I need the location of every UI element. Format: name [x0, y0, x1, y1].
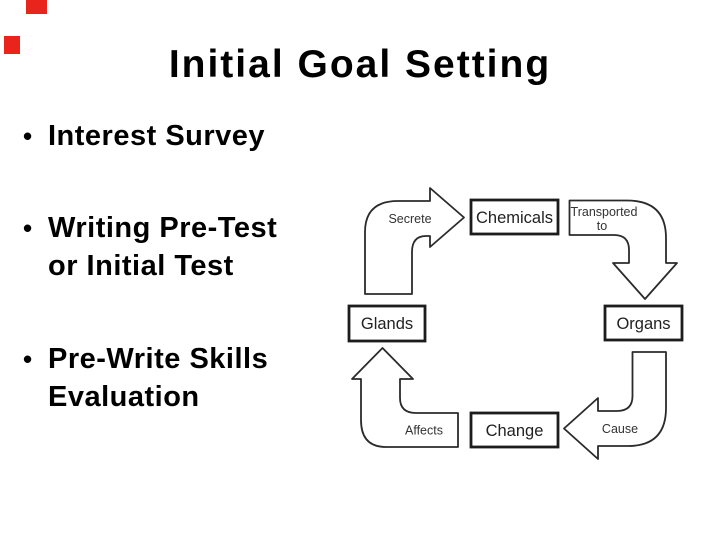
slide-title: Initial Goal Setting — [168, 43, 552, 86]
arrow-label-transported: Transported — [571, 205, 638, 219]
bullet-line: Interest Survey — [48, 120, 266, 152]
bullet-marker: • — [23, 213, 33, 243]
node-chemicals-label: Chemicals — [476, 209, 553, 227]
bullet-item-writing-pretest: • Writing Pre-Test or Initial Test — [23, 209, 277, 285]
bullet-line: or Initial Test — [48, 250, 234, 282]
arrow-label-cause: Cause — [602, 422, 638, 436]
arrow-label-affects: Affects — [405, 424, 443, 438]
node-organs-label: Organs — [616, 315, 670, 333]
red-square-decoration — [26, 0, 47, 14]
bullet-line: Writing Pre-Test — [48, 212, 278, 244]
arrow-cause — [563, 351, 667, 460]
bullet-item-prewrite-skills: • Pre-Write Skills Evaluation — [23, 340, 268, 416]
node-organs-box — [603, 304, 684, 342]
bullet-marker: • — [23, 344, 33, 374]
node-chemicals-box — [469, 198, 560, 236]
bullet-item-interest-survey: • Interest Survey — [23, 117, 265, 155]
bullet-line: Evaluation — [48, 381, 200, 413]
node-glands-box — [347, 304, 427, 343]
corner-decorations — [4, 0, 47, 54]
node-glands-label: Glands — [361, 315, 413, 333]
bullet-line: Pre-Write Skills — [48, 343, 269, 375]
bullet-marker: • — [23, 121, 33, 151]
node-change-label: Change — [486, 422, 544, 440]
arrow-label-secrete: Secrete — [388, 212, 431, 226]
arrow-label-transported-to: to — [597, 219, 607, 233]
node-change-box — [469, 411, 560, 449]
red-square-decoration — [4, 36, 20, 54]
arrow-secrete — [364, 187, 465, 295]
arrow-affects — [351, 347, 459, 448]
arrow-transported-to — [568, 199, 678, 300]
